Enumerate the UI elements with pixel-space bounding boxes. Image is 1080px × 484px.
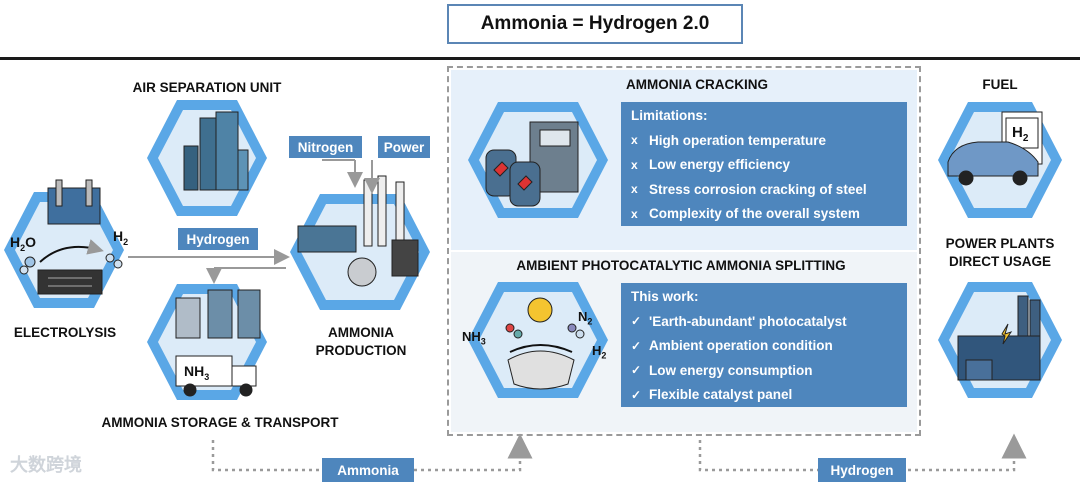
cracking-illustration (485, 121, 579, 207)
dashed-frame (447, 66, 921, 436)
hydrogen-tag: Hydrogen (178, 228, 258, 250)
production-illustration (297, 175, 419, 287)
splitting-title: AMBIENT PHOTOCATALYTIC AMMONIA SPLITTING (516, 258, 846, 273)
advantage-item: ✓'Earth-abundant' photocatalyst (631, 313, 847, 329)
air-separation-illustration (183, 111, 249, 191)
power-plants-label-line-2: DIRECT USAGE (948, 254, 1051, 269)
advantage-item: ✓Flexible catalyst panel (631, 387, 793, 403)
this-work-header: This work: (631, 289, 699, 304)
electrolysis-label: ELECTROLYSIS (13, 325, 117, 340)
production-label-line-2: PRODUCTION (315, 343, 407, 358)
header-divider (0, 57, 1080, 60)
storage-label: AMMONIA STORAGE & TRANSPORT (101, 415, 339, 430)
h2-label: H2 (113, 228, 129, 247)
h2o-label: H2O (10, 234, 37, 253)
watermark-logo: 大数跨境 (10, 455, 82, 475)
truck-nh3-label: NH3 (184, 363, 210, 382)
electrolysis-illustration (19, 179, 123, 295)
advantage-item: ✓Low energy consumption (631, 362, 813, 378)
nh3-label: NH3 (462, 329, 486, 347)
production-label: AMMONIA PRODUCTION (306, 324, 416, 360)
power-plants-label: POWER PLANTS DIRECT USAGE (940, 235, 1060, 271)
photocatalyst-illustration (505, 297, 585, 390)
hydrogen-bottom-tag: Hydrogen (818, 458, 906, 482)
air-separation-label: AIR SEPARATION UNIT (132, 80, 282, 95)
h2-product-label: H2 (592, 343, 607, 361)
n2-label: N2 (578, 309, 593, 327)
advantage-item: ✓Ambient operation condition (631, 338, 833, 354)
cracking-title: AMMONIA CRACKING (626, 77, 768, 92)
this-work-box: This work: ✓'Earth-abundant' photocataly… (621, 283, 907, 407)
page-title: Ammonia = Hydrogen 2.0 (447, 4, 743, 44)
limitations-header: Limitations: (631, 108, 708, 123)
production-label-line-1: AMMONIA (328, 325, 394, 340)
storage-illustration (175, 289, 261, 397)
fuel-illustration (947, 111, 1043, 186)
nitrogen-tag: Nitrogen (289, 136, 362, 158)
power-plant-illustration (957, 295, 1041, 381)
power-plants-label-line-1: POWER PLANTS (945, 236, 1055, 251)
fuel-label: FUEL (982, 77, 1018, 92)
ammonia-tag: Ammonia (322, 458, 414, 482)
h2-sign-label: H2 (1012, 124, 1029, 144)
power-tag: Power (378, 136, 430, 158)
hex-production (290, 194, 430, 310)
